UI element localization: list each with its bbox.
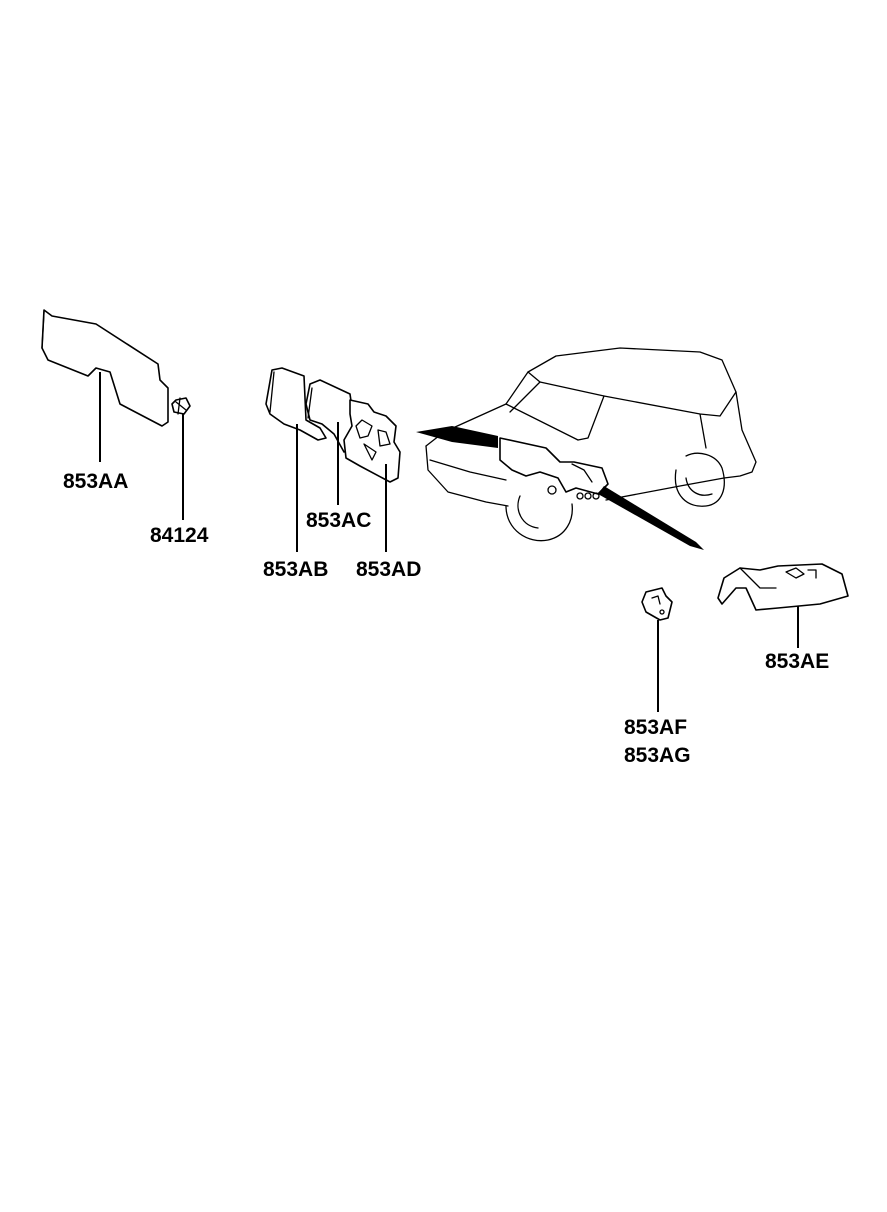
label-853AA: 853AA — [63, 470, 128, 493]
label-853AE: 853AE — [765, 650, 829, 673]
part-853AB-pad[interactable] — [265, 367, 327, 441]
arrow-to-853AE — [598, 486, 704, 550]
label-84124: 84124 — [150, 524, 209, 547]
label-853AC: 853AC — [306, 509, 371, 532]
label-853AF: 853AF — [624, 716, 687, 739]
part-853AA-pad[interactable] — [41, 309, 169, 427]
label-853AB: 853AB — [263, 558, 328, 581]
part-853AF-bracket[interactable] — [641, 587, 673, 621]
vehicle-outline — [425, 347, 757, 542]
label-853AG: 853AG — [624, 744, 691, 767]
arrow-to-cabin-pads — [416, 426, 498, 448]
part-84124-clip[interactable] — [171, 397, 191, 415]
label-853AD: 853AD — [356, 558, 421, 581]
part-853AE-pad[interactable] — [717, 563, 849, 611]
part-853AD-pad[interactable] — [343, 399, 401, 483]
